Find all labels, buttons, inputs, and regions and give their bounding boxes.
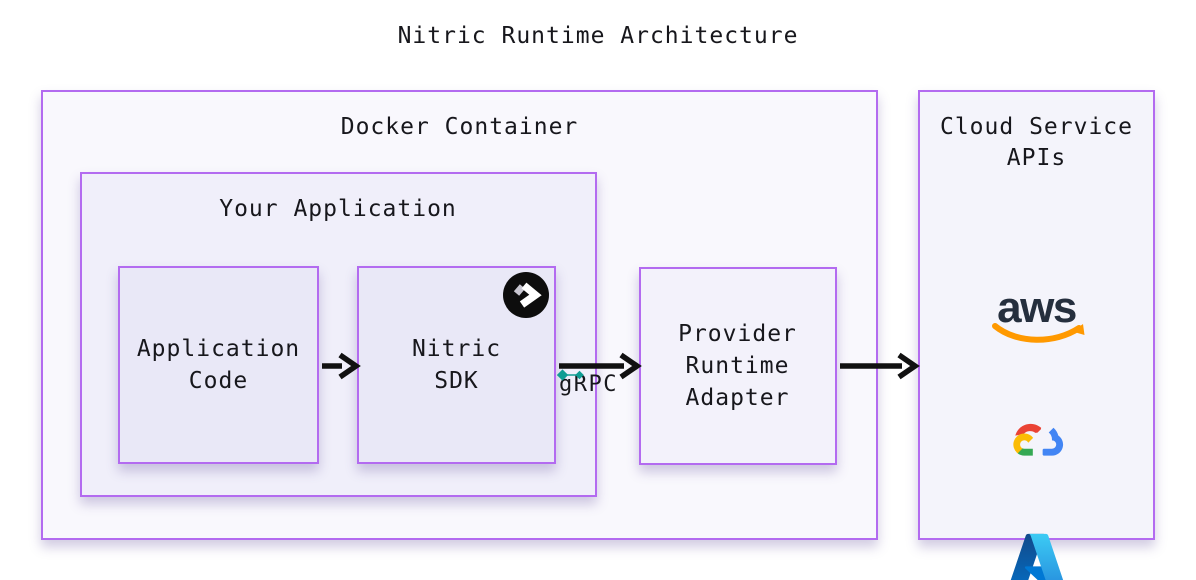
label-line: Runtime: [685, 352, 790, 379]
grpc-label-group: gRPC: [556, 368, 618, 397]
application-code-box: Application Code: [118, 266, 319, 464]
label-line: Adapter: [685, 384, 790, 411]
application-code-label: Application Code: [137, 333, 300, 397]
label-line: Application: [136, 336, 301, 362]
label-line: APIs: [1006, 145, 1067, 171]
label-line: Code: [188, 368, 249, 394]
label-line: Cloud Service: [939, 114, 1133, 140]
label-line: SDK: [434, 368, 479, 394]
azure-logo-icon: [920, 527, 1153, 580]
provider-runtime-adapter-label: Provider Runtime Adapter: [678, 318, 797, 414]
docker-container-label: Docker Container: [340, 114, 579, 140]
nitric-sdk-label: Nitric SDK: [412, 333, 501, 397]
aws-logo-icon: aws: [920, 283, 1153, 349]
your-application-box: Your Application Application Code Nitric…: [79, 171, 597, 497]
provider-runtime-adapter-box: Provider Runtime Adapter: [638, 266, 837, 465]
grpc-label: gRPC: [559, 372, 618, 397]
your-application-label: Your Application: [219, 195, 457, 222]
aws-smile-icon: [991, 323, 1084, 343]
cloud-service-apis-box: Cloud Service APIs aws: [918, 90, 1155, 580]
grpc-connector-icon: [557, 369, 584, 381]
aws-wordmark: aws: [997, 283, 1077, 332]
nitric-sdk-box: Nitric SDK: [357, 266, 556, 464]
label-line: Nitric: [411, 336, 502, 362]
google-cloud-logo-icon: [920, 413, 1153, 465]
diagram-title: Nitric Runtime Architecture: [397, 23, 799, 49]
nitric-logo-icon: [502, 271, 549, 318]
cloud-service-apis-label: Cloud Service APIs: [920, 112, 1153, 174]
label-line: Provider: [678, 320, 797, 347]
docker-container-box: Docker Container Your Application Applic…: [41, 90, 878, 540]
